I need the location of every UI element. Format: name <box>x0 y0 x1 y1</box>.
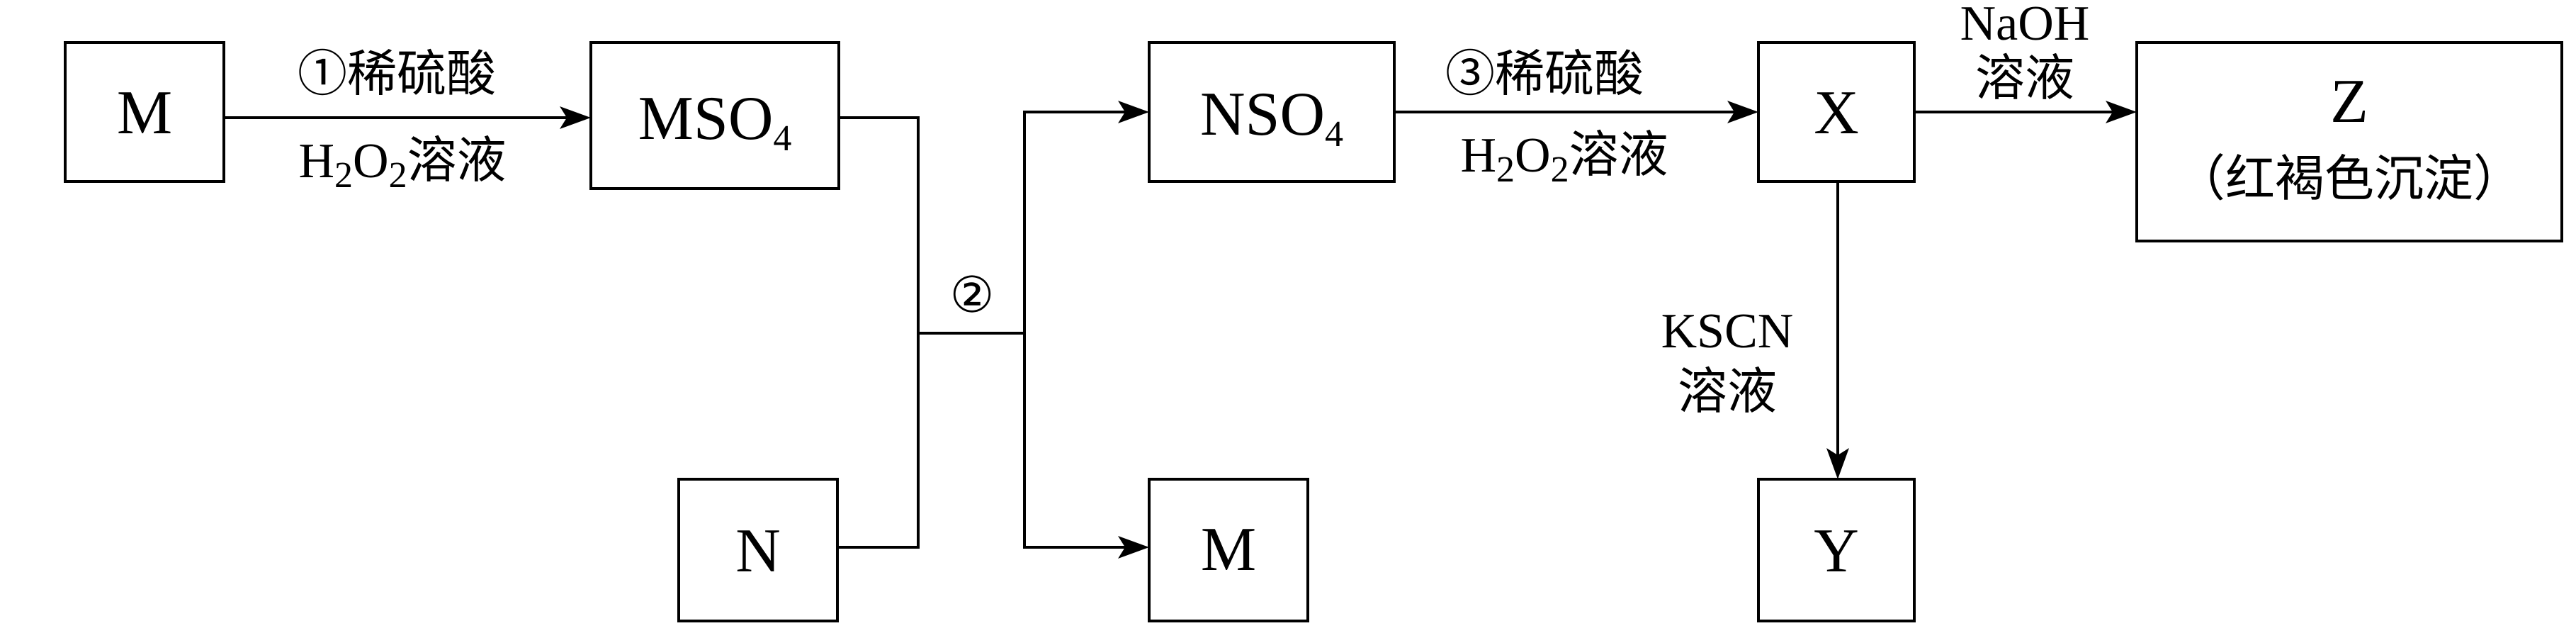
box-z <box>2135 41 2563 242</box>
node-x: X <box>1814 79 1859 147</box>
line-split <box>1023 111 1125 549</box>
box-nso4 <box>1148 41 1396 183</box>
line-n-to-junction <box>837 333 920 549</box>
box-mso4 <box>589 41 840 190</box>
arrowhead-nso4 <box>1118 101 1149 123</box>
node-n: N <box>735 517 781 586</box>
box-n <box>677 478 839 622</box>
label-step1: ①稀硫酸 <box>298 47 496 102</box>
arrowhead-x <box>1727 101 1758 123</box>
label-step1-reagent: H2O2溶液 <box>298 134 506 196</box>
label-kscn-solution: 溶液 <box>1678 365 1777 420</box>
node-mso4: MSO4 <box>638 84 792 159</box>
label-step3: ③稀硫酸 <box>1445 47 1644 102</box>
label-naoh-solution: 溶液 <box>1975 52 2074 106</box>
box-y <box>1757 478 1916 622</box>
line-mso4-to-junction <box>839 116 920 333</box>
arrowhead-m-end <box>1118 536 1149 559</box>
box-m-end <box>1148 478 1309 622</box>
label-kscn: KSCN <box>1661 304 1794 359</box>
node-y: Y <box>1814 517 1859 586</box>
arrowhead-z <box>2106 101 2137 123</box>
arrowhead-y <box>1826 448 1849 479</box>
label-step3-reagent: H2O2溶液 <box>1460 128 1668 190</box>
node-z: Z <box>2330 67 2368 136</box>
box-m-start <box>64 41 225 183</box>
arrowhead-mso4 <box>560 106 591 129</box>
label-step2: ② <box>950 269 995 323</box>
node-m-start: M <box>117 79 172 147</box>
node-nso4: NSO4 <box>1200 80 1343 155</box>
node-z-description: （红褐色沉淀） <box>2176 152 2523 207</box>
node-m-end: M <box>1201 515 1256 584</box>
label-naoh: NaOH <box>1960 0 2090 51</box>
